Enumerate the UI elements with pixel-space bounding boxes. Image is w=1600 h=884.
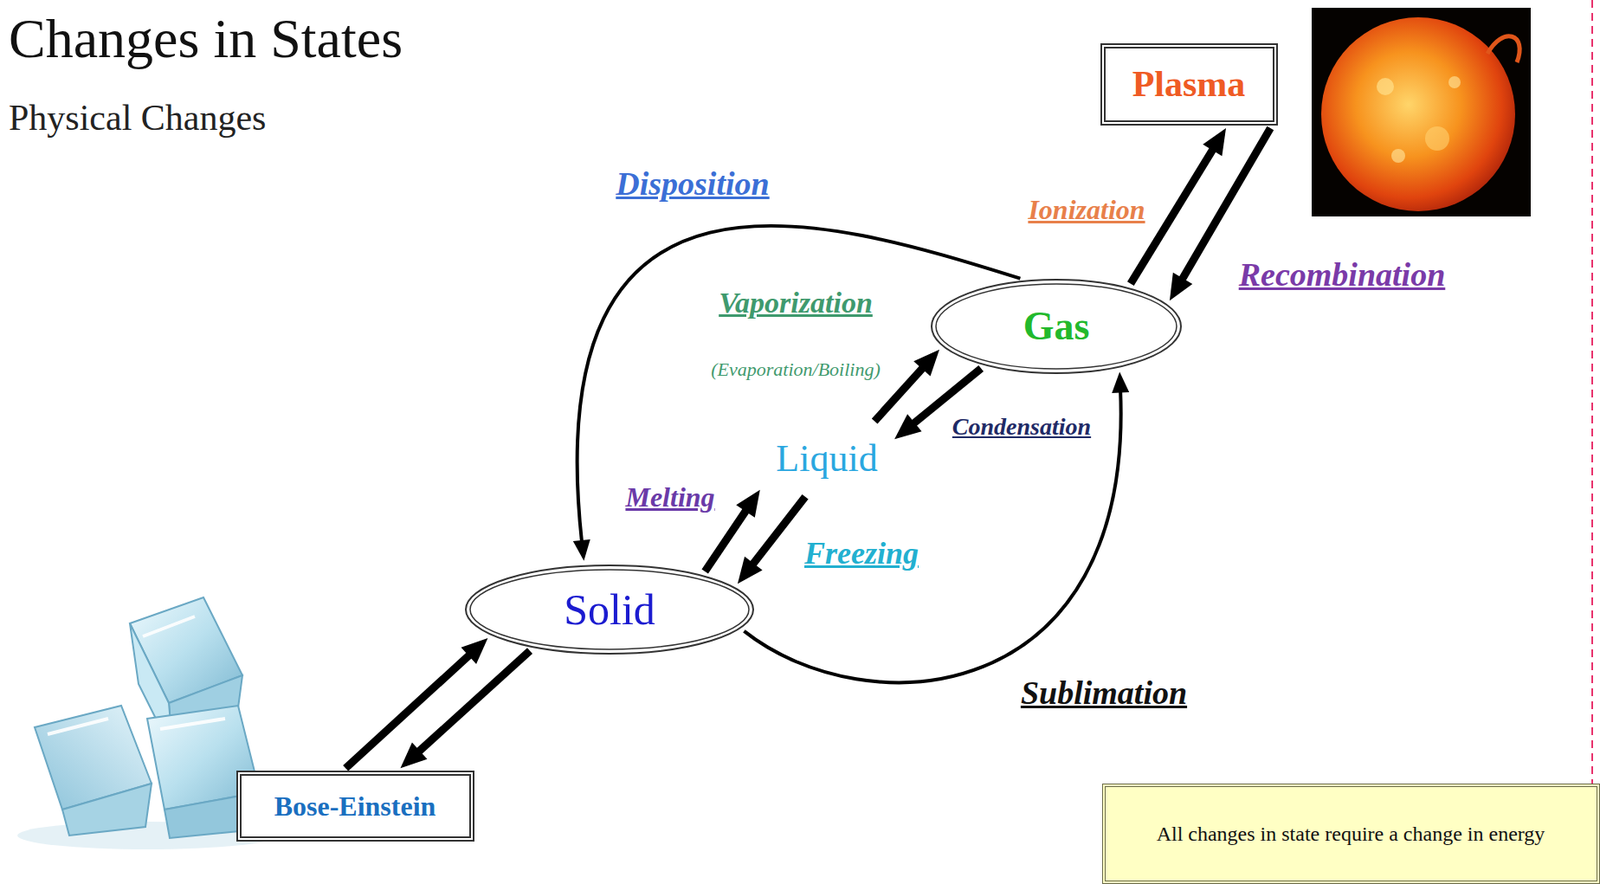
arrow-line [577,225,1021,543]
state-change-arrow [743,371,1130,683]
node-text: Gas [1023,302,1091,350]
arrow-head [1111,371,1130,393]
arrow-head [461,638,489,665]
arrow-head [737,556,763,585]
arrow-head [913,349,940,377]
arrow-line [417,651,530,754]
ellipse-inner-line [935,283,1177,369]
edge-label: Ionization [1027,193,1145,226]
bose-einstein-box: Bose-Einstein [236,770,475,842]
margin-line [1591,0,1594,784]
edge-label: Disposition [615,165,769,204]
ellipse-outer-line [465,565,754,654]
note-box: All changes in state require a change in… [1102,783,1600,884]
state-change-arrow [737,496,806,585]
arrow-head [1169,272,1193,301]
ellipse-inner-line [470,569,749,650]
arrow-head [573,539,591,562]
node-text: All changes in state require a change in… [1156,821,1546,847]
liquid-label-node: Liquid [761,424,892,495]
solid-ellipse: Solid [464,563,755,656]
gas-ellipse: Gas [929,277,1183,375]
state-change-arrow [400,651,530,769]
ellipse-outer-line [931,279,1181,374]
arrow-head [735,490,761,518]
vaporization-note: (Evaporation/Boiling) [710,358,881,381]
edge-label: Sublimation [1020,674,1188,713]
sun-picture [1311,7,1531,217]
node-text: Liquid [775,436,878,483]
arrow-line [345,653,471,768]
arrow-head [1202,128,1226,156]
arrow-head [894,413,922,439]
arrow-line [874,367,924,422]
arrow-line [704,509,747,572]
node-text: Solid [563,583,656,636]
node-text: Plasma [1132,62,1246,106]
arrow-line [743,389,1121,683]
edge-label: Condensation [952,412,1091,441]
arrow-head [400,742,427,769]
subtitle: Physical Changes [8,96,266,139]
edge-label: Recombination [1238,256,1446,295]
arrow-line [751,496,806,566]
node-text: Bose-Einstein [274,789,437,823]
edge-label: Melting [625,481,715,514]
page-title: Changes in States [8,6,403,71]
edge-label: Vaporization [718,285,873,320]
plasma-box: Plasma [1100,43,1278,126]
edge-label: Freezing [804,535,919,572]
